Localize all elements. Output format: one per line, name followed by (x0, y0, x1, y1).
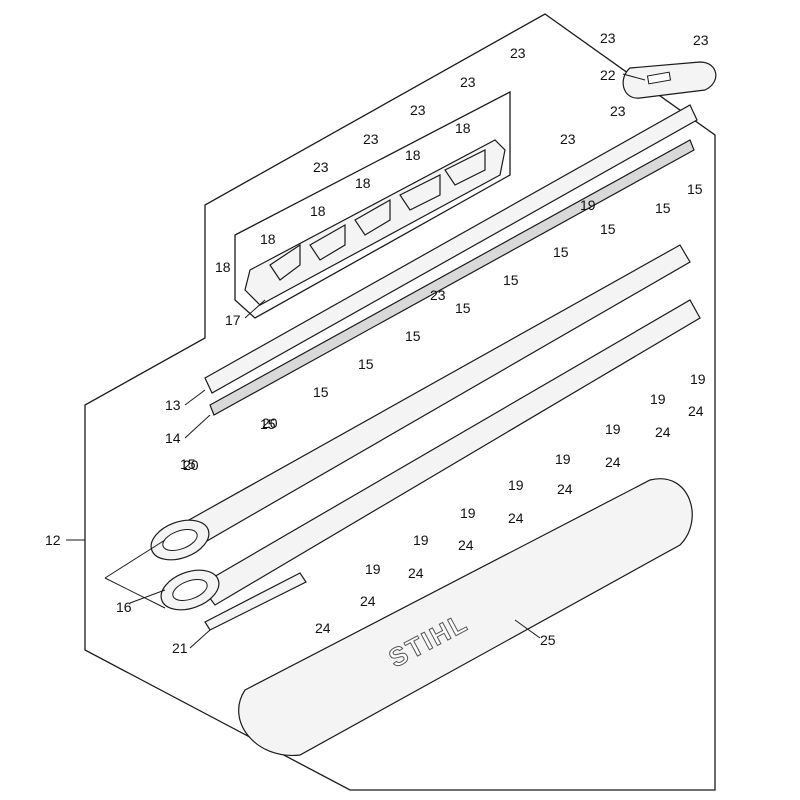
callout: 18 (355, 175, 371, 191)
callout: 13 (165, 397, 181, 413)
callout: 15 (655, 200, 671, 216)
callout: 25 (540, 632, 556, 648)
callout: 15 (687, 181, 703, 197)
callout: 20 (183, 457, 199, 473)
callout: 15 (313, 384, 329, 400)
callout: 22 (600, 67, 616, 83)
callout: 18 (260, 231, 276, 247)
callout: 19 (605, 421, 621, 437)
callout: 18 (215, 259, 231, 275)
callout: 12 (45, 532, 61, 548)
callout: 19 (690, 371, 706, 387)
callout: 19 (460, 505, 476, 521)
callout: 20 (262, 415, 278, 431)
callout: 15 (358, 356, 374, 372)
callout: 18 (310, 203, 326, 219)
callout: 24 (360, 593, 376, 609)
callout: 19 (555, 451, 571, 467)
assembly-outline (84, 13, 716, 791)
part-16-lower-blade (160, 299, 701, 611)
part-16-upper-blade (150, 244, 691, 561)
callout: 24 (557, 481, 573, 497)
callout: 23 (363, 131, 379, 147)
callout: 24 (605, 454, 621, 470)
callout: 24 (508, 510, 524, 526)
callout: 24 (408, 565, 424, 581)
callout: 15 (553, 244, 569, 260)
callout: 24 (458, 537, 474, 553)
callout: 23 (313, 159, 329, 175)
callout: 15 (180, 456, 196, 472)
callout: 23 (600, 30, 616, 46)
callout: 23 (510, 45, 526, 61)
callout: 17 (225, 312, 241, 328)
callout: 21 (172, 640, 188, 656)
callout: 14 (165, 430, 181, 446)
part-17-bracket (244, 139, 506, 306)
callout: 18 (455, 120, 471, 136)
callout: 23 (560, 131, 576, 147)
callout: 19 (413, 532, 429, 548)
callout: 23 (410, 102, 426, 118)
callout: 24 (315, 620, 331, 636)
callout: 19 (508, 477, 524, 493)
callout: 23 (693, 32, 709, 48)
callout: 23 (610, 103, 626, 119)
callout: 19 (365, 561, 381, 577)
callout: 23 (430, 287, 446, 303)
callout: 15 (260, 416, 276, 432)
callout: 23 (460, 74, 476, 90)
callout: 16 (116, 599, 132, 615)
callout: 24 (688, 403, 704, 419)
callout: 15 (455, 300, 471, 316)
callout: 15 (503, 272, 519, 288)
callout: 15 (405, 328, 421, 344)
part-13-bar (204, 104, 698, 394)
callout-labels: 12 13 14 15 15 15 15 15 15 15 15 15 15 1… (45, 30, 709, 656)
part-25-guard: STIHL (238, 478, 693, 756)
callout: 19 (650, 391, 666, 407)
part-22-slot (646, 71, 672, 85)
bracket-group-outline (234, 90, 511, 319)
callout: 18 (405, 147, 421, 163)
callout: 24 (655, 424, 671, 440)
callout: 19 (580, 197, 596, 213)
part-21-strip (204, 572, 307, 631)
leader-lines (66, 73, 646, 649)
part-14-strip (209, 139, 695, 416)
callout: 15 (600, 221, 616, 237)
